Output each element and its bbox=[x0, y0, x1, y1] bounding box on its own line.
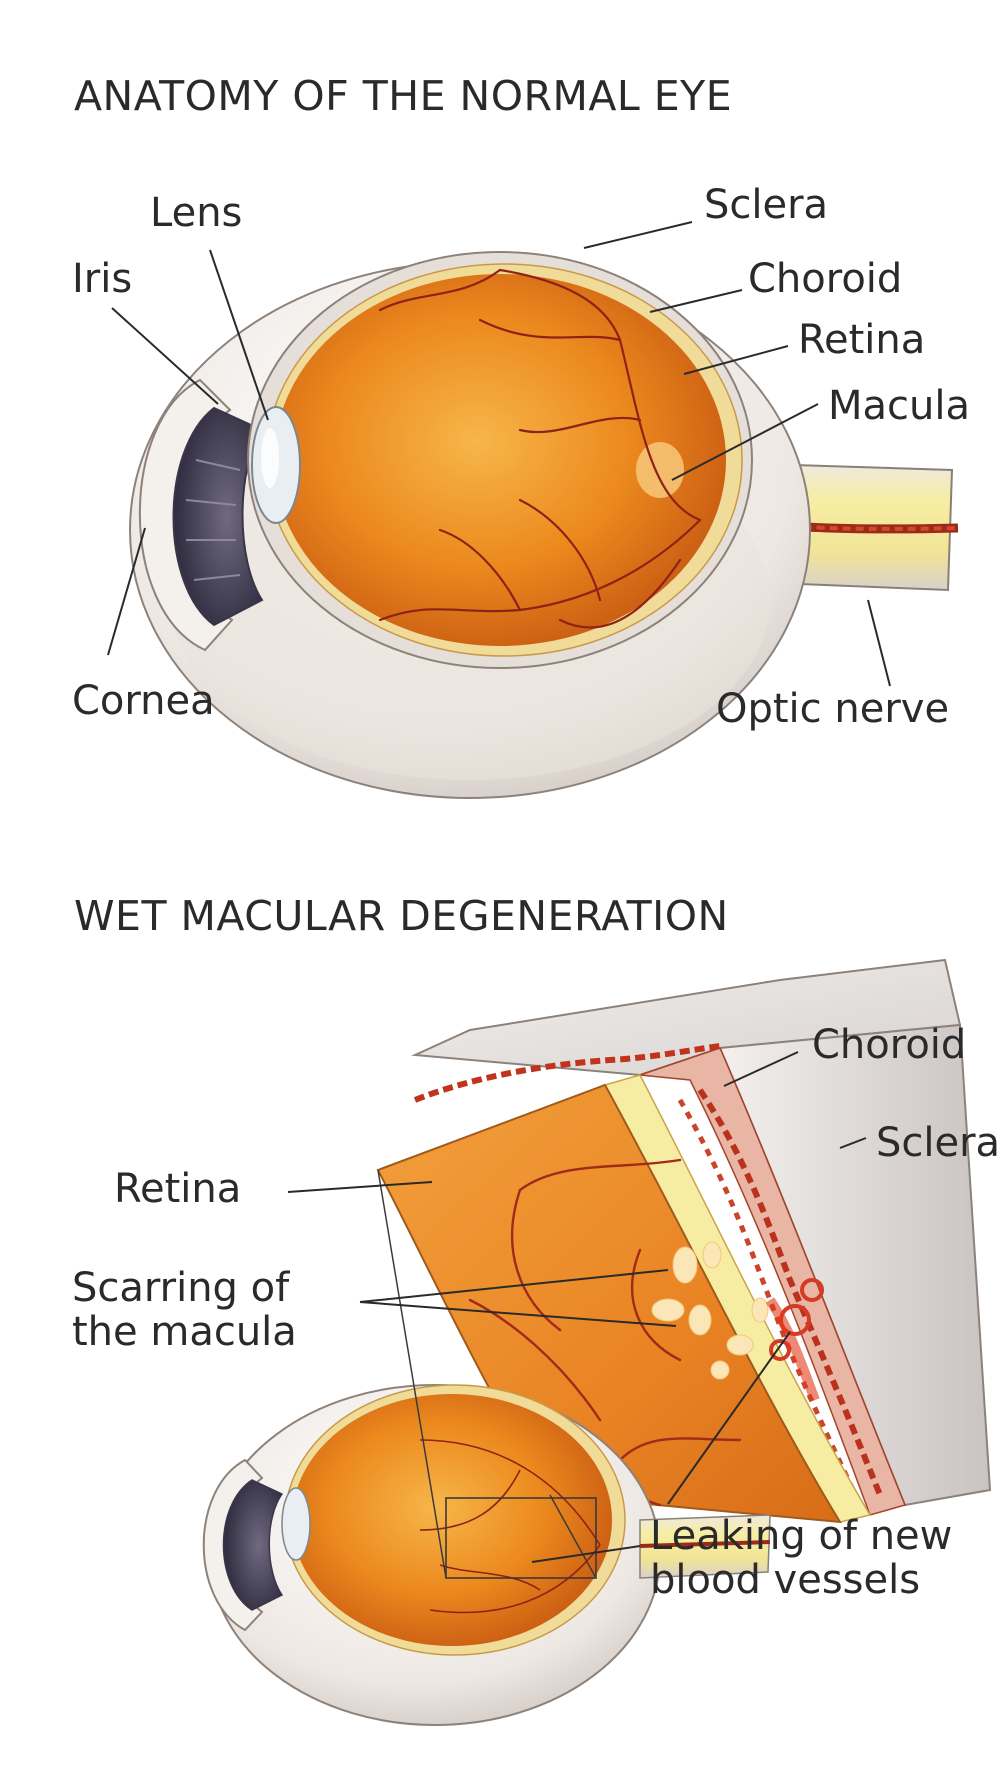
label-choroid: Choroid bbox=[748, 256, 903, 302]
label-leaking: Leaking of new blood vessels bbox=[650, 1514, 952, 1602]
wet-md-drawing bbox=[202, 958, 992, 1726]
label-scarring-line2: the macula bbox=[72, 1309, 297, 1355]
label-scarring-line1: Scarring of bbox=[72, 1265, 290, 1311]
label-leaking-line1: Leaking of new bbox=[650, 1513, 953, 1559]
label-optic-nerve: Optic nerve bbox=[716, 686, 950, 732]
label-cornea: Cornea bbox=[72, 678, 215, 724]
normal-eye-drawing bbox=[107, 221, 959, 799]
normal-eye-title: ANATOMY OF THE NORMAL EYE bbox=[74, 72, 733, 120]
label-choroid-md: Choroid bbox=[812, 1022, 967, 1068]
label-macula: Macula bbox=[828, 383, 970, 429]
label-sclera: Sclera bbox=[704, 182, 829, 228]
label-scarring: Scarring of the macula bbox=[72, 1266, 297, 1354]
label-retina: Retina bbox=[798, 317, 926, 363]
label-retina-md: Retina bbox=[114, 1166, 242, 1212]
label-sclera-md: Sclera bbox=[876, 1120, 1000, 1166]
label-lens: Lens bbox=[150, 190, 243, 236]
wet-md-title: WET MACULAR DEGENERATION bbox=[74, 892, 729, 940]
label-leaking-line2: blood vessels bbox=[650, 1557, 921, 1603]
label-iris: Iris bbox=[72, 256, 133, 302]
